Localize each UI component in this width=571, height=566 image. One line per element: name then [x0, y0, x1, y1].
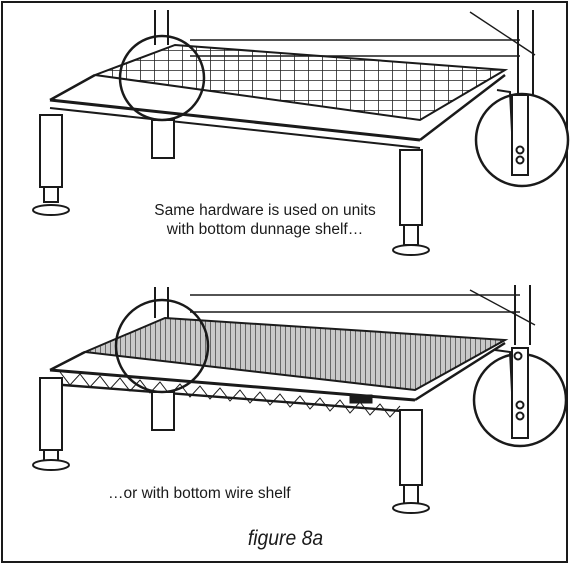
caption-wire: …or with bottom wire shelf: [108, 485, 291, 502]
caption-dunnage-line2: with bottom dunnage shelf…: [166, 221, 364, 238]
dunnage-shelf-unit: [32, 10, 570, 256]
figure-label: figure 8a: [247, 527, 324, 550]
wire-shelf-unit: [32, 285, 568, 514]
caption-dunnage-line1: Same hardware is used on units: [154, 202, 376, 219]
caption-dunnage: Same hardware is used on units with bott…: [95, 201, 435, 239]
